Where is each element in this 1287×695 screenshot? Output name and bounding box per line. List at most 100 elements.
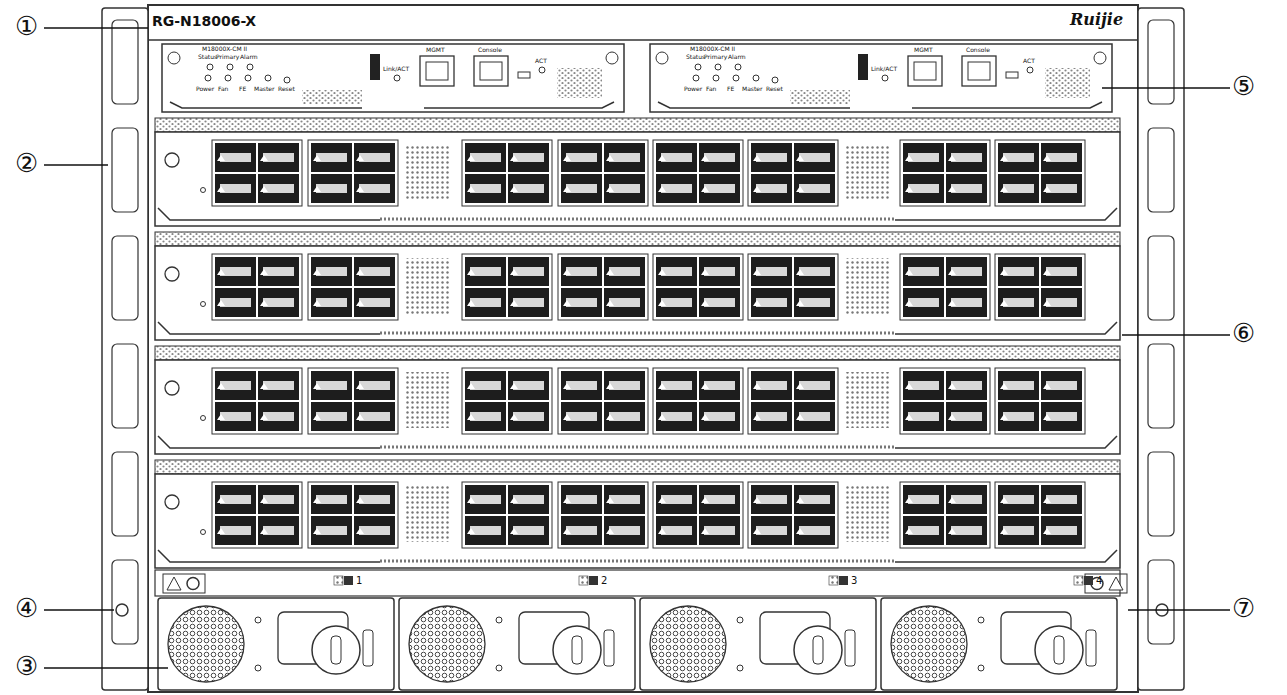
psu-fan-icon <box>1074 576 1083 585</box>
psu-fan-grill <box>409 606 485 682</box>
port-triangle <box>658 414 666 420</box>
qsfp-port <box>998 402 1039 431</box>
card-screw <box>165 495 179 509</box>
icon-frame <box>1085 574 1127 593</box>
port-cage <box>558 482 648 548</box>
port-triangle <box>1000 414 1008 420</box>
qsfp-port <box>699 174 740 203</box>
rack-ear-slot <box>1148 20 1174 104</box>
port-triangle <box>467 414 475 420</box>
qsfp-port <box>354 516 395 545</box>
psu-screw <box>496 617 502 623</box>
qsfp-port <box>751 485 792 514</box>
panel-marking: Alarm <box>240 54 258 60</box>
qsfp-port <box>311 516 352 545</box>
panel-marking: Console <box>478 47 502 53</box>
port-triangle <box>356 269 364 275</box>
vent-area <box>790 90 850 104</box>
callout-number: ① <box>15 13 38 39</box>
card-vent <box>405 372 450 428</box>
mode-switch <box>858 54 868 80</box>
port-cage <box>462 482 552 548</box>
leader-line <box>1128 609 1230 610</box>
power-supply <box>881 598 1117 690</box>
qsfp-port <box>215 174 256 203</box>
psu-body <box>881 598 1117 690</box>
vent-area <box>557 68 602 98</box>
psu-screw <box>737 617 743 623</box>
qsfp-port <box>998 485 1039 514</box>
port-triangle <box>701 186 709 192</box>
qsfp-port <box>998 257 1039 286</box>
qsfp-port <box>751 402 792 431</box>
qsfp-port <box>561 402 602 431</box>
qsfp-port <box>311 257 352 286</box>
port-triangle <box>1043 497 1051 503</box>
port-triangle <box>796 186 804 192</box>
callout-number: ⑦ <box>1232 595 1255 621</box>
psu-slot-number: 3 <box>851 576 857 586</box>
port-triangle <box>1000 155 1008 161</box>
qsfp-port <box>604 257 645 286</box>
card-led <box>201 530 206 535</box>
card-panel <box>155 474 1120 568</box>
port-triangle <box>905 528 913 534</box>
port-triangle <box>260 186 268 192</box>
port-triangle <box>467 269 475 275</box>
qsfp-port <box>751 288 792 317</box>
qsfp-port <box>656 143 697 172</box>
psu-fan-icon <box>579 576 588 585</box>
qsfp-port <box>465 257 506 286</box>
port-cage <box>900 368 990 434</box>
qsfp-port <box>751 516 792 545</box>
port-triangle <box>1043 155 1051 161</box>
qsfp-port <box>561 288 602 317</box>
port-triangle <box>658 300 666 306</box>
psu-latch-grip <box>1054 636 1064 664</box>
act-led <box>1027 67 1033 73</box>
port-triangle <box>217 497 225 503</box>
psu-status-icon <box>589 576 598 585</box>
port-triangle <box>1000 300 1008 306</box>
port-triangle <box>563 528 571 534</box>
qsfp-port <box>604 371 645 400</box>
qsfp-port <box>561 516 602 545</box>
port-triangle <box>753 528 761 534</box>
rack-ear <box>102 8 148 690</box>
port-triangle <box>701 269 709 275</box>
panel-marking: Primary <box>704 54 727 60</box>
title-band-divider <box>148 39 1138 41</box>
port-triangle <box>1043 269 1051 275</box>
port-triangle <box>563 269 571 275</box>
psu-latch-grip <box>813 636 823 664</box>
qsfp-port <box>699 402 740 431</box>
port-triangle <box>753 300 761 306</box>
port-triangle <box>563 497 571 503</box>
port-triangle <box>313 497 321 503</box>
port-triangle <box>1043 383 1051 389</box>
card-vent <box>405 144 450 200</box>
leader-line <box>44 164 108 165</box>
port-triangle <box>510 414 518 420</box>
port-triangle <box>260 155 268 161</box>
qsfp-port <box>354 143 395 172</box>
card-vent <box>405 486 450 542</box>
psu-latch <box>794 626 842 674</box>
status-led <box>205 75 211 81</box>
card-vent-strip <box>155 460 1120 474</box>
card-vent <box>845 258 890 314</box>
qsfp-port <box>794 516 835 545</box>
qsfp-port <box>215 371 256 400</box>
card-vent <box>845 372 890 428</box>
port-triangle <box>905 414 913 420</box>
port-triangle <box>1000 383 1008 389</box>
status-led <box>735 64 741 70</box>
qsfp-port <box>604 143 645 172</box>
qsfp-port <box>311 143 352 172</box>
port-cage <box>995 254 1085 320</box>
qsfp-port <box>354 371 395 400</box>
status-led <box>693 75 699 81</box>
console-port <box>962 56 996 86</box>
port-triangle <box>260 300 268 306</box>
psu-screw <box>978 665 984 671</box>
